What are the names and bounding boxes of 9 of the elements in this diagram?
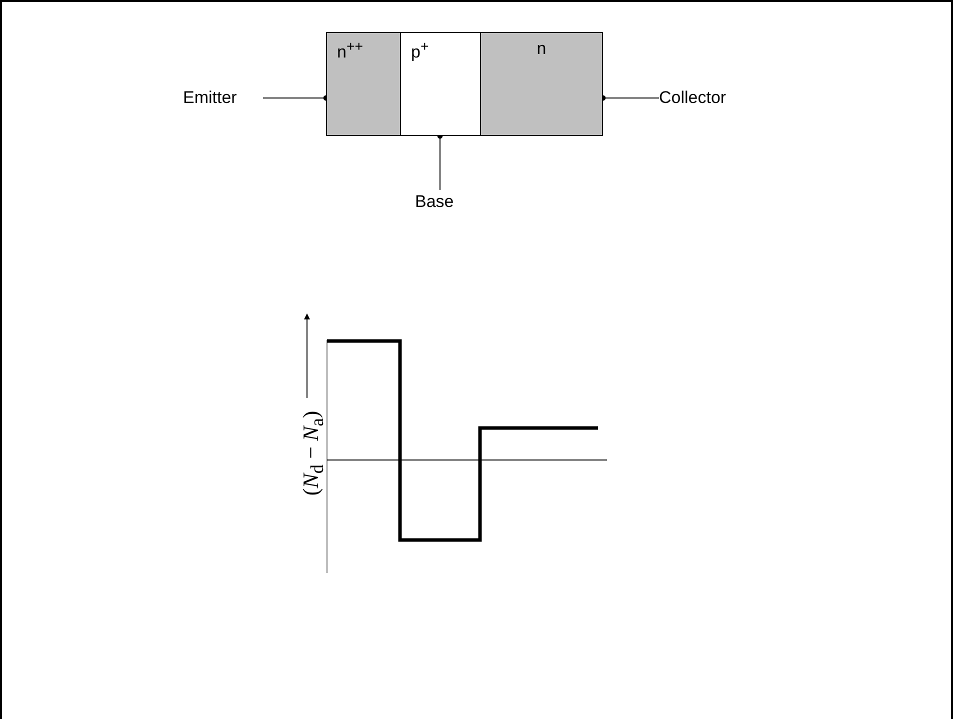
emitter-region bbox=[326, 32, 401, 136]
terminal-label: Emitter bbox=[183, 86, 263, 110]
terminal-label: Collector bbox=[659, 86, 739, 110]
doping-label: p$^{+}$ bbox=[411, 39, 430, 63]
terminal-label: Base bbox=[415, 190, 465, 214]
base-region bbox=[400, 32, 481, 136]
doping-label: n bbox=[536, 39, 548, 59]
collector-region bbox=[480, 32, 603, 136]
doping-label: n$^{++}$ bbox=[337, 39, 364, 63]
